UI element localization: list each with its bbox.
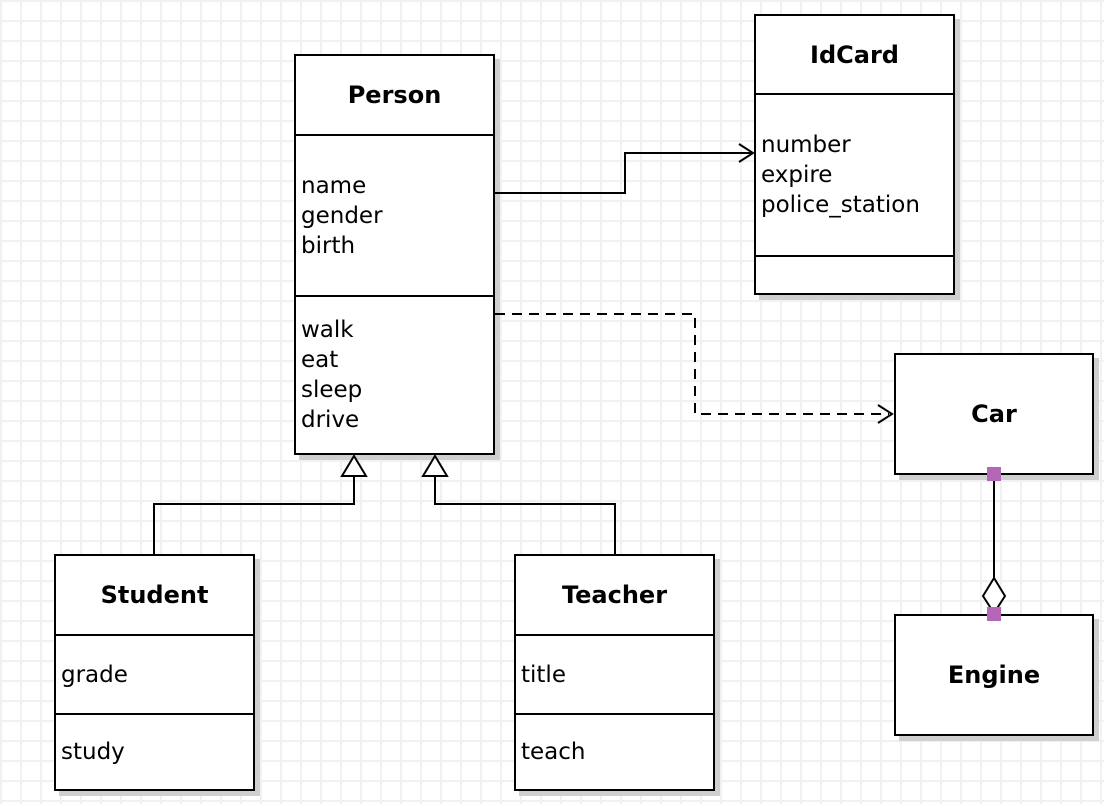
association-line[interactable] [495, 152, 751, 194]
connector-teacher-person-generalization[interactable] [421, 454, 616, 554]
attribute: birth [301, 232, 356, 259]
class-engine-title: Engine [947, 661, 1041, 689]
connector-car-engine-aggregation[interactable] [981, 467, 1007, 621]
connector-person-car-dependency[interactable] [495, 313, 894, 424]
class-teacher-methods: teach [516, 715, 713, 789]
class-car[interactable]: Car [894, 353, 1094, 475]
hollow-triangle-icon [421, 454, 449, 477]
class-person-attributes: name gender birth [296, 136, 493, 297]
class-student-attributes: grade [56, 636, 253, 715]
method: walk [301, 317, 354, 343]
class-student[interactable]: Student grade study [54, 554, 255, 791]
open-arrowhead-icon [738, 143, 755, 163]
attribute: gender [301, 202, 383, 229]
method: sleep [301, 377, 363, 403]
class-person-title: Person [296, 56, 493, 136]
generalization-line[interactable] [153, 475, 355, 554]
class-teacher-attributes: title [516, 636, 713, 715]
method: eat [301, 347, 339, 373]
class-teacher-title: Teacher [516, 556, 713, 636]
hollow-diamond-icon [981, 576, 1007, 615]
method: teach [521, 739, 586, 765]
method: drive [301, 407, 360, 433]
connector-student-person-generalization[interactable] [153, 454, 368, 554]
attribute: number [761, 132, 851, 158]
class-idcard-title: IdCard [756, 16, 953, 95]
generalization-line[interactable] [434, 475, 616, 554]
attribute: expire [761, 162, 833, 188]
dependency-line[interactable] [495, 313, 889, 415]
attribute: name [301, 172, 367, 199]
class-person[interactable]: Person name gender birth walk eat sleep … [294, 54, 495, 455]
class-student-methods: study [56, 715, 253, 789]
class-engine[interactable]: Engine [894, 614, 1094, 736]
class-teacher[interactable]: Teacher title teach [514, 554, 715, 791]
open-arrowhead-icon [877, 404, 894, 424]
attribute: police_station [761, 192, 920, 218]
class-idcard-methods [756, 257, 953, 293]
connector-person-idcard-association[interactable] [495, 143, 755, 194]
class-idcard[interactable]: IdCard number expire police_station [754, 14, 955, 295]
class-person-methods: walk eat sleep drive [296, 297, 493, 453]
attribute: title [521, 661, 566, 688]
attribute: grade [61, 661, 128, 688]
class-car-title: Car [971, 400, 1017, 428]
class-idcard-attributes: number expire police_station [756, 95, 953, 257]
class-student-title: Student [56, 556, 253, 636]
hollow-triangle-icon [340, 454, 368, 477]
method: study [61, 739, 125, 765]
